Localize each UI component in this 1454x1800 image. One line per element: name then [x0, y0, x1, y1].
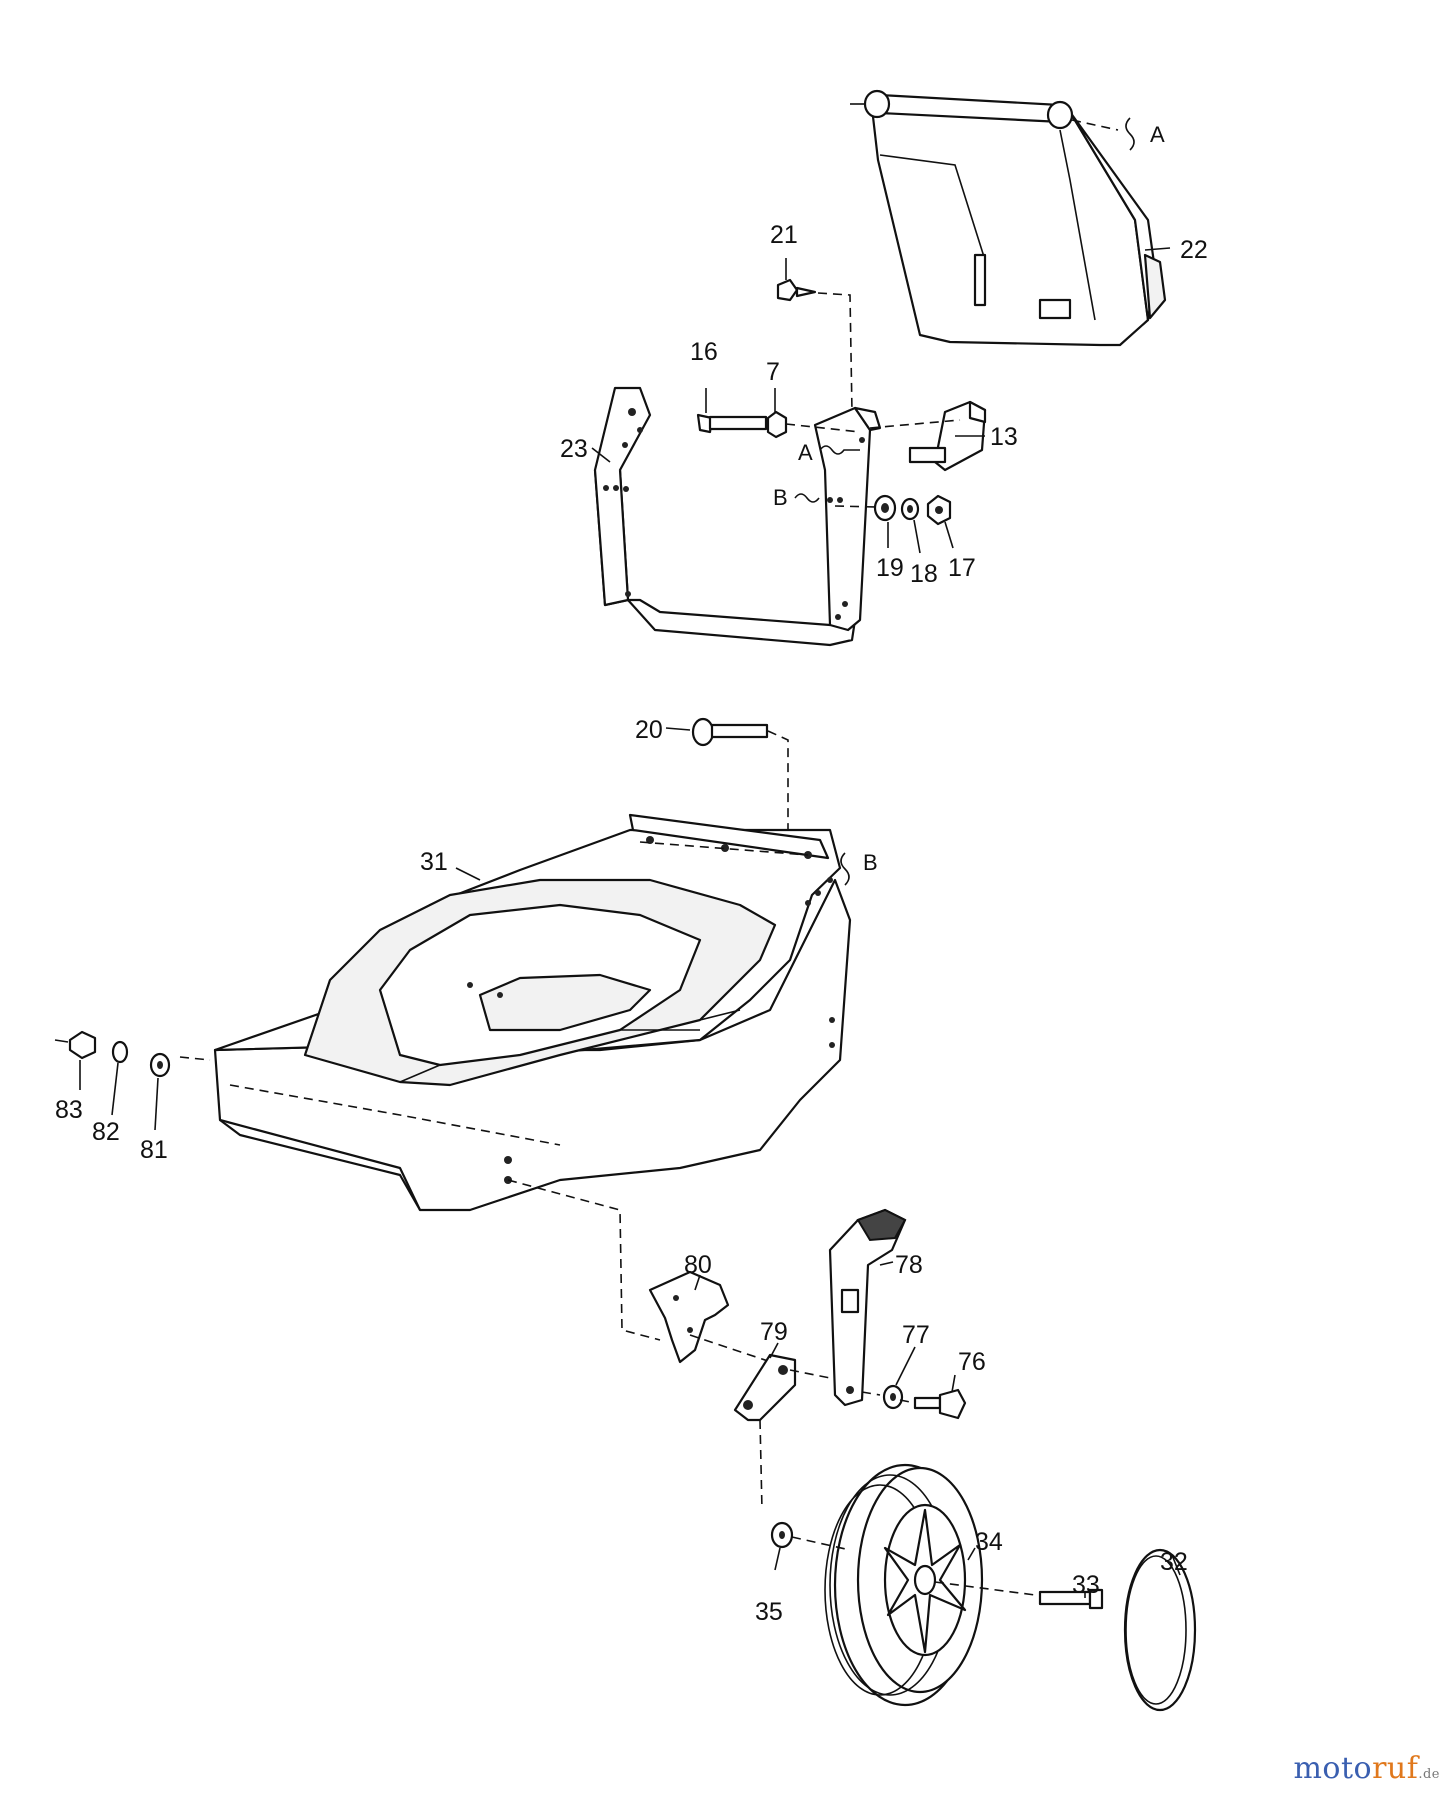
washer-81 — [149, 1052, 171, 1078]
label-part-32: 32 — [1160, 1548, 1188, 1576]
motoruf-watermark: motoruf.de — [1293, 1751, 1440, 1786]
hubcap-32 — [1123, 1548, 1197, 1712]
label-part-21: 21 — [770, 221, 798, 249]
screw-21 — [776, 278, 853, 413]
screw-33 — [1038, 1588, 1104, 1610]
label-part-23: 23 — [560, 435, 588, 463]
ref-mark-b-mid: B — [773, 485, 820, 510]
watermark-brand-second: ruf — [1372, 1751, 1419, 1786]
label-part-31: 31 — [420, 848, 448, 876]
svg-text:B: B — [773, 485, 788, 510]
svg-text:B: B — [863, 850, 878, 875]
label-part-20: 20 — [635, 716, 663, 744]
screw-20 — [691, 717, 789, 880]
wheel-34 — [824, 1463, 1036, 1707]
washer-82 — [111, 1040, 129, 1064]
label-part-22: 22 — [1180, 236, 1208, 264]
label-part-79: 79 — [760, 1318, 788, 1346]
label-part-78: 78 — [895, 1251, 923, 1279]
nut-83 — [68, 1030, 97, 1060]
ref-mark-b-right: B — [840, 850, 878, 886]
label-part-33: 33 — [1072, 1571, 1100, 1599]
label-part-81: 81 — [140, 1136, 168, 1164]
label-part-76: 76 — [958, 1348, 986, 1376]
washer-18 — [900, 497, 920, 521]
svg-text:A: A — [1150, 122, 1165, 147]
label-part-83: 83 — [55, 1096, 83, 1124]
label-part-19: 19 — [876, 554, 904, 582]
label-part-13: 13 — [990, 423, 1018, 451]
grass-catcher-bag — [850, 89, 1171, 347]
label-part-34: 34 — [975, 1528, 1003, 1556]
label-part-7: 7 — [766, 358, 780, 386]
label-part-35: 35 — [755, 1598, 783, 1626]
label-part-16: 16 — [690, 338, 718, 366]
washer-35 — [770, 1521, 851, 1551]
mower-deck — [179, 813, 852, 1341]
frame-holes — [603, 408, 865, 620]
watermark-tld: .de — [1418, 1767, 1440, 1782]
ref-mark-a-top: A — [1150, 122, 1165, 147]
height-lever-78 — [828, 1208, 907, 1407]
label-part-18: 18 — [910, 560, 938, 588]
bag-frame — [593, 386, 882, 647]
label-part-17: 17 — [948, 554, 976, 582]
washer-19 — [873, 494, 897, 522]
screw-76 — [913, 1388, 967, 1420]
leader-lines — [79, 258, 1181, 1598]
ref-mark-a-mid: A — [798, 440, 860, 465]
svg-text:A: A — [798, 440, 813, 465]
nut-7 — [766, 410, 861, 439]
watermark-brand-first: moto — [1293, 1751, 1373, 1786]
label-part-77: 77 — [902, 1321, 930, 1349]
bracket-80 — [648, 1270, 781, 1366]
nut-17 — [926, 494, 952, 526]
label-part-82: 82 — [92, 1118, 120, 1146]
screw-16 — [696, 413, 768, 434]
bracket-79 — [733, 1353, 831, 1511]
label-part-80: 80 — [684, 1251, 712, 1279]
washer-77 — [882, 1384, 904, 1410]
